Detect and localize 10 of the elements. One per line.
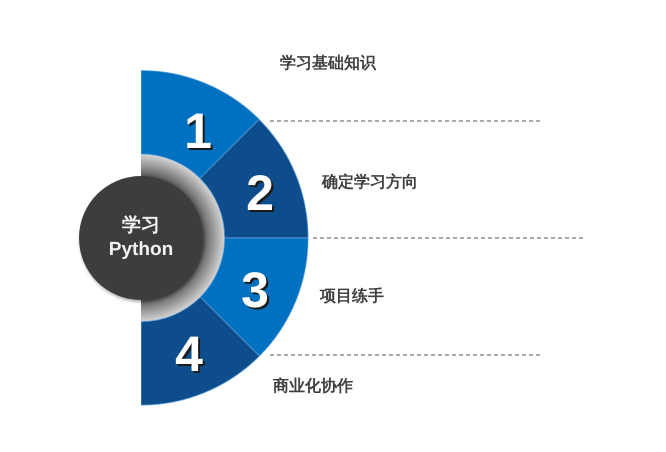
step-label: 学习基础知识 bbox=[280, 54, 376, 74]
step-label: 确定学习方向 bbox=[322, 173, 418, 193]
step-label: 项目练手 bbox=[320, 287, 384, 307]
step-number: 2 bbox=[246, 168, 274, 218]
center-title: 学习 Python bbox=[108, 214, 174, 262]
step-label: 商业化协作 bbox=[273, 377, 353, 397]
step-number: 1 bbox=[184, 106, 212, 156]
center-circle bbox=[79, 176, 203, 300]
step-number: 3 bbox=[241, 265, 269, 315]
step-number: 4 bbox=[175, 328, 203, 379]
